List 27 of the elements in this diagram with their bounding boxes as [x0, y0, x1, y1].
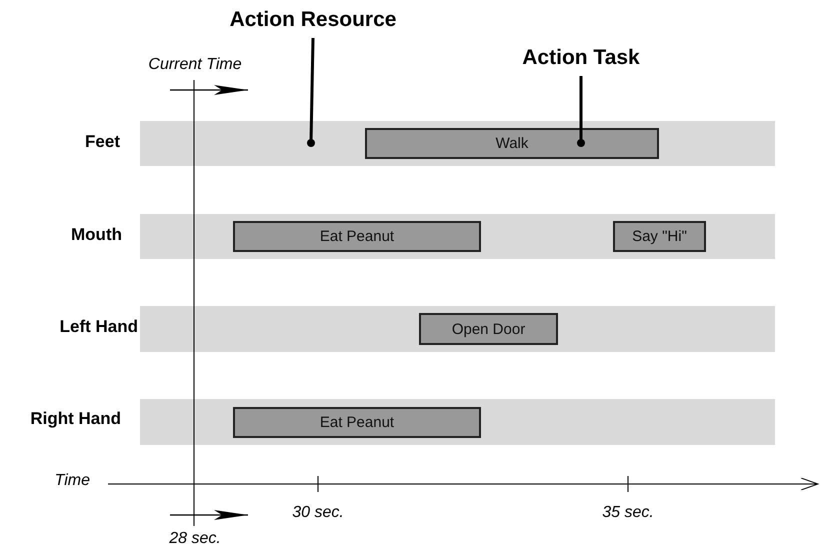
task-label: Say "Hi": [632, 229, 687, 244]
task-box: [613, 221, 706, 252]
row-label: Left Hand: [58, 318, 138, 335]
axis-label: 28 sec.: [168, 531, 222, 547]
task-box: [233, 406, 481, 438]
row-label: Feet: [84, 133, 120, 150]
task-box: [233, 221, 481, 252]
axis-label: 30 sec.: [291, 505, 345, 521]
task-label: Open Door: [452, 322, 526, 336]
leader-line: [307, 38, 315, 147]
callout-label: Action Task: [522, 46, 640, 68]
task-label: Eat Peanut: [320, 229, 394, 244]
task-box: [365, 128, 659, 159]
task-label: Eat Peanut: [320, 414, 394, 430]
lane-band: [140, 214, 775, 259]
task-label: Walk: [496, 136, 528, 151]
row-label: Right Hand: [29, 410, 121, 427]
axis-label: 35 sec.: [601, 505, 655, 521]
axis-label: Current Time: [147, 57, 243, 73]
lane-band: [140, 121, 775, 166]
row-label: Mouth: [70, 226, 122, 243]
axis-label: Time: [54, 473, 90, 489]
callout-label: Action Resource: [230, 8, 396, 30]
lane-band: [140, 306, 775, 352]
lane-band: [140, 399, 775, 445]
task-box: [419, 313, 558, 345]
leader-line: [577, 76, 585, 147]
